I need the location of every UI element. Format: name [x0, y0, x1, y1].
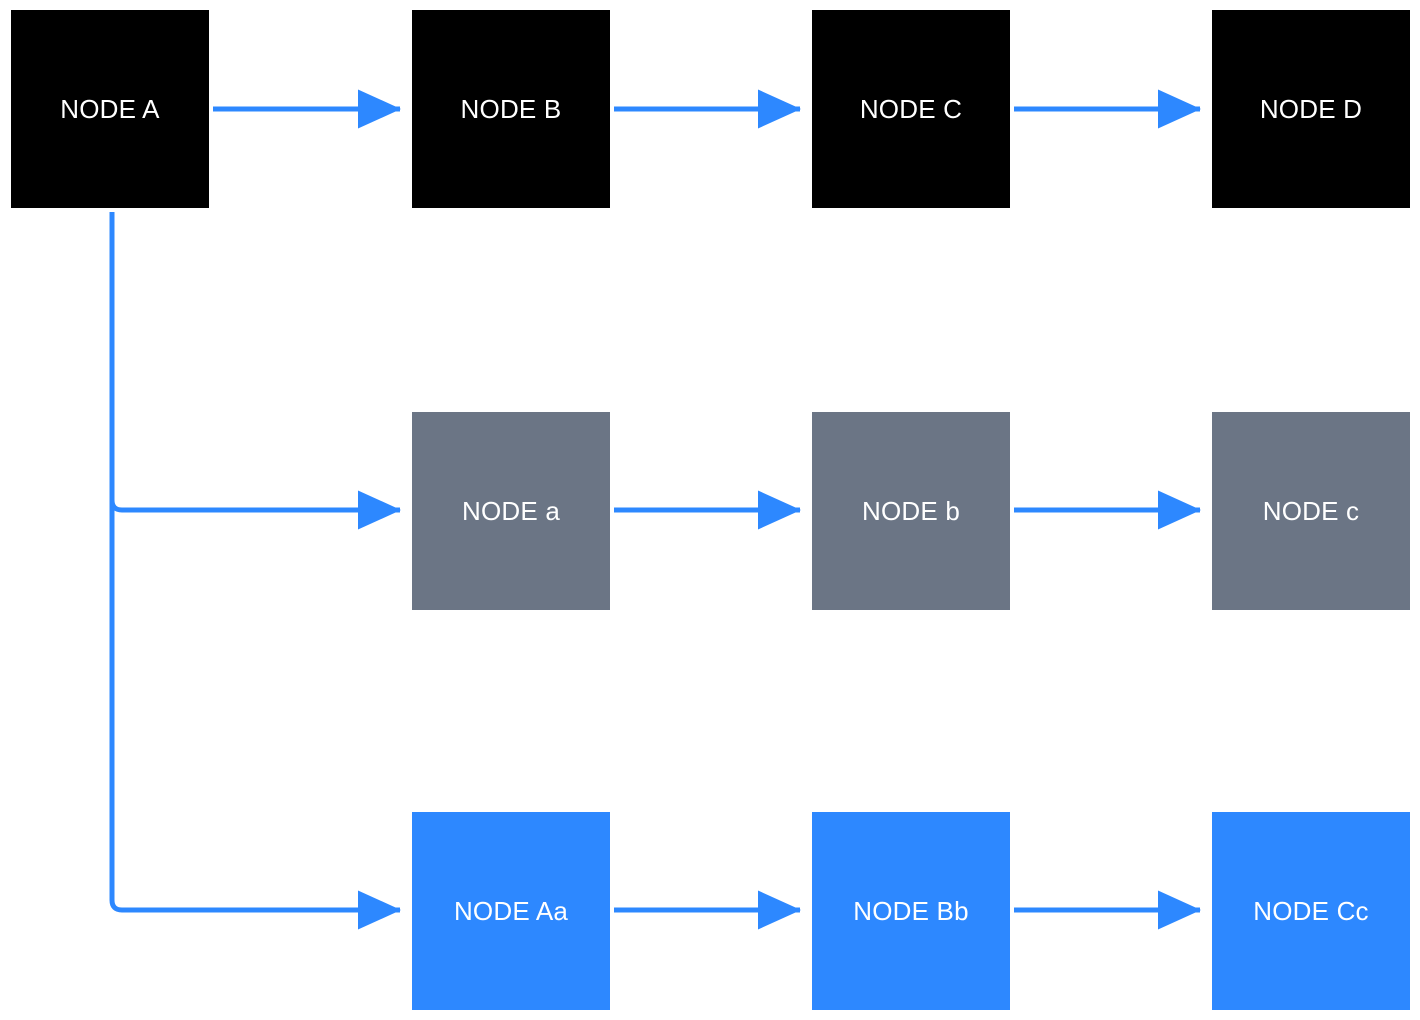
- edge-a-to-node-a-lower: [109, 490, 402, 530]
- node-b[interactable]: NODE B: [412, 10, 610, 208]
- node-cc[interactable]: NODE Cc: [1212, 812, 1410, 1010]
- node-c-label: NODE C: [859, 94, 963, 124]
- node-d[interactable]: NODE D: [1212, 10, 1410, 208]
- node-d-label: NODE D: [1259, 94, 1363, 124]
- node-bb-label: NODE Bb: [853, 896, 969, 926]
- node-aa[interactable]: NODE Aa: [412, 812, 610, 1010]
- edge-trunk-from-node-a: [109, 212, 123, 913]
- node-a-lower[interactable]: NODE a: [412, 412, 610, 610]
- node-c-lower[interactable]: NODE c: [1212, 412, 1410, 610]
- node-b-lower-label: NODE b: [861, 496, 960, 526]
- node-c-lower-label: NODE c: [1262, 496, 1360, 526]
- node-a[interactable]: NODE A: [11, 10, 209, 208]
- node-a-lower-label: NODE a: [461, 496, 560, 526]
- node-c[interactable]: NODE C: [812, 10, 1010, 208]
- node-a-label: NODE A: [60, 94, 160, 124]
- node-b-label: NODE B: [460, 94, 562, 124]
- node-b-lower[interactable]: NODE b: [812, 412, 1010, 610]
- node-aa-label: NODE Aa: [453, 896, 569, 926]
- node-cc-label: NODE Cc: [1253, 896, 1369, 926]
- node-bb[interactable]: NODE Bb: [812, 812, 1010, 1010]
